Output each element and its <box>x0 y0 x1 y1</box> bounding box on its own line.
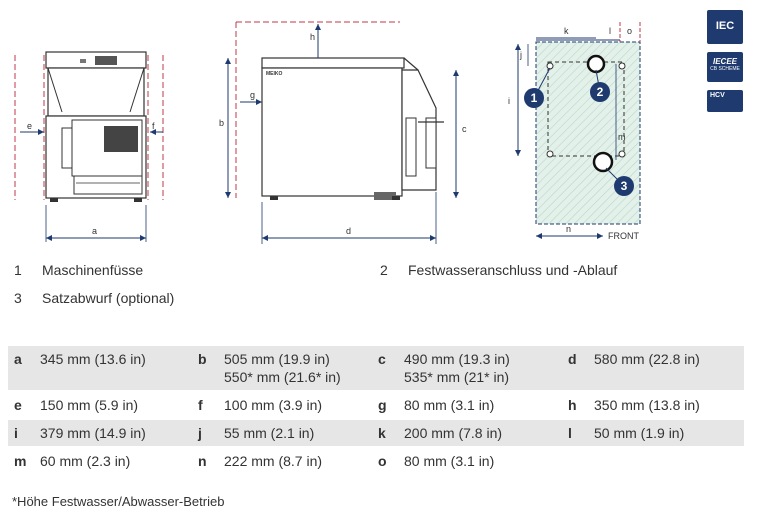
dim-label-o: o <box>627 26 632 36</box>
dim-label-b: b <box>219 118 224 128</box>
dim-label-j: j <box>519 50 522 60</box>
iec-logo: IEC <box>707 10 743 44</box>
legend-text: Satzabwurf (optional) <box>42 290 175 306</box>
dim-label-n: n <box>566 224 571 234</box>
dim-label-c: c <box>462 124 467 134</box>
dim-label-e: e <box>27 121 32 131</box>
badge-3: 3 <box>605 167 634 196</box>
legend-text: Festwasseranschluss und -Ablauf <box>408 262 618 278</box>
dim-label-f: f <box>152 121 155 131</box>
side-view: MEIKO h g b c d <box>219 21 467 244</box>
table-row: m 60 mm (2.3 in) n 222 mm (8.7 in) o 80 … <box>8 447 744 475</box>
legend-text: Maschinenfüsse <box>42 262 144 278</box>
dim-label-h: h <box>310 32 315 42</box>
front-view: e f a <box>14 51 164 242</box>
svg-text:1: 1 <box>531 91 538 105</box>
iecee-logo: IECEE CB SCHEME <box>707 52 743 82</box>
dim-label-i: i <box>508 96 510 106</box>
dim-label-d: d <box>346 226 351 236</box>
dimension-drawings: e f a MEIKO h g <box>14 21 641 244</box>
front-label: FRONT <box>608 231 639 241</box>
brand-text: MEIKO <box>266 71 283 77</box>
table-row: a 345 mm (13.6 in) b 505 mm (19.9 in)550… <box>8 346 744 391</box>
dim-label-a: a <box>92 226 97 236</box>
svg-text:2: 2 <box>597 85 604 99</box>
footnote: *Höhe Festwasser/Abwasser-Betrieb <box>12 494 225 509</box>
badge-2: 2 <box>590 69 610 102</box>
badge-1: 1 <box>524 67 551 108</box>
dim-label-g: g <box>250 90 255 100</box>
table-row: i 379 mm (14.9 in) j 55 mm (2.1 in) k 20… <box>8 419 744 447</box>
dim-label-m: m <box>618 132 626 142</box>
top-view: k l o m n FRONT j i 1 2 3 <box>508 22 641 241</box>
hcv-logo: HCV <box>707 90 743 112</box>
dim-label-l: l <box>609 26 611 36</box>
table-row: e 150 mm (5.9 in) f 100 mm (3.9 in) g 80… <box>8 391 744 419</box>
svg-text:3: 3 <box>621 179 628 193</box>
dimensions-table: a 345 mm (13.6 in) b 505 mm (19.9 in)550… <box>8 346 744 476</box>
dim-label-k: k <box>564 26 569 36</box>
